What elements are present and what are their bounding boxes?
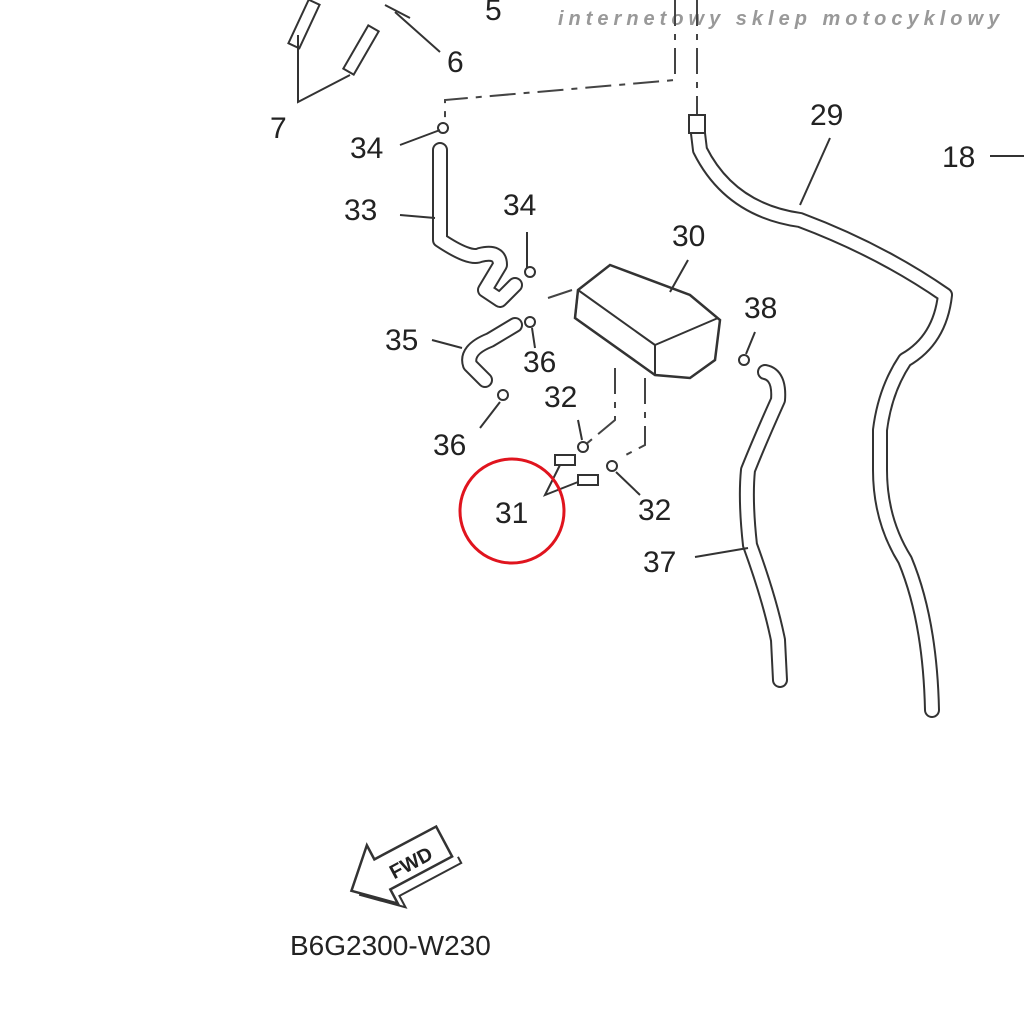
callout-30: 30 <box>672 220 705 253</box>
callout-18: 18 <box>942 141 975 174</box>
leader-32a <box>577 419 583 441</box>
hose-35 <box>461 317 523 388</box>
callout-6: 6 <box>447 46 464 79</box>
callout-35: 35 <box>385 324 418 357</box>
hose-33 <box>432 142 523 308</box>
callout-5: 5 <box>485 0 502 27</box>
clip-36a <box>524 316 536 328</box>
dashed-route-a <box>444 0 676 120</box>
watermark: internetowy sklep motocyklowy <box>558 8 1004 30</box>
leader-32b <box>615 471 641 496</box>
bolt-7a <box>287 0 321 50</box>
bolt-7b <box>341 23 381 77</box>
diagram-code: B6G2300-W230 <box>290 930 491 961</box>
callout-31: 31 <box>495 497 528 530</box>
leader-6 <box>394 11 441 53</box>
dashed-link <box>547 289 573 299</box>
leader-34a <box>399 129 441 146</box>
leader-37 <box>694 547 749 558</box>
clip-34b <box>524 266 536 278</box>
hose-37 <box>738 364 788 688</box>
callout-37: 37 <box>643 546 676 579</box>
leader-7 <box>297 35 351 104</box>
fitting-31b <box>577 474 599 486</box>
leader-29 <box>799 137 831 206</box>
leader-33 <box>399 214 436 219</box>
callout-38: 38 <box>744 292 777 325</box>
clip-32b <box>606 460 618 472</box>
clip-34a <box>437 122 449 134</box>
callout-32b: 32 <box>638 494 671 527</box>
callout-7: 7 <box>270 112 287 145</box>
leader-36a <box>531 327 536 349</box>
callout-36a: 36 <box>523 346 556 379</box>
leader-38 <box>745 331 756 355</box>
callout-36b: 36 <box>433 429 466 462</box>
leader-30 <box>669 259 689 293</box>
leader-36b <box>479 401 501 429</box>
clip-32a <box>577 441 589 453</box>
leader-35 <box>431 339 463 349</box>
leader-31 <box>542 464 579 497</box>
clip-38 <box>738 354 750 366</box>
dashed-route-d <box>619 378 646 459</box>
callout-34b: 34 <box>503 189 536 222</box>
fitting-31a <box>554 454 576 466</box>
callout-34a: 34 <box>350 132 383 165</box>
fwd-arrow-icon: FWD <box>349 824 463 909</box>
dashed-route-c <box>584 368 616 446</box>
canister-30 <box>573 263 722 380</box>
clip-36b <box>497 389 509 401</box>
callout-33: 33 <box>344 194 377 227</box>
highlight-circle-31 <box>458 457 566 565</box>
hose-29 <box>688 114 953 718</box>
callout-32a: 32 <box>544 381 577 414</box>
callout-29: 29 <box>810 99 843 132</box>
part-6 <box>384 4 411 19</box>
